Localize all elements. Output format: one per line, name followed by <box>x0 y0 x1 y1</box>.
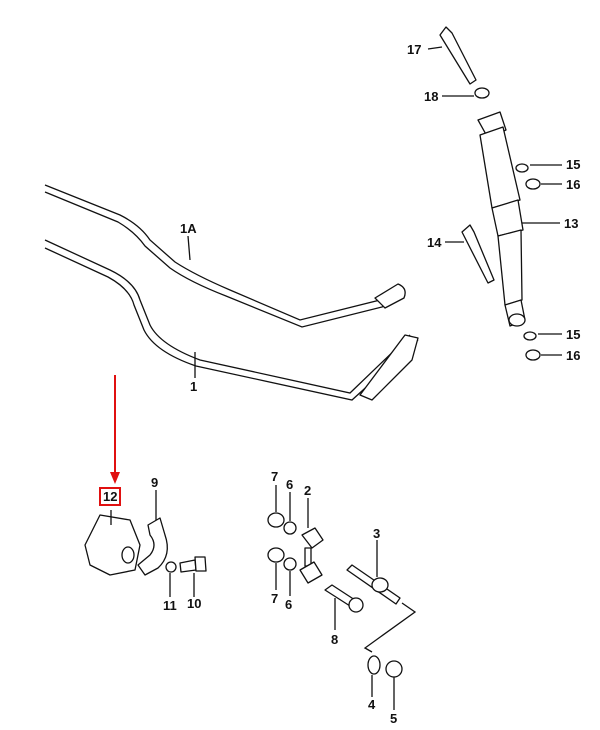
callout-14: 14 <box>427 235 442 250</box>
callout-7b: 7 <box>271 591 279 606</box>
leader-lines <box>110 46 562 710</box>
callout-3: 3 <box>373 526 381 541</box>
callout-15: 15 <box>566 157 581 172</box>
bushing-clamp-group <box>84 514 207 576</box>
stabilizer-bar-1 <box>44 239 419 401</box>
callout-1a: 1A <box>180 221 197 236</box>
callout-16: 16 <box>566 177 581 192</box>
callout-6b: 6 <box>285 597 293 612</box>
link-hardware-group <box>267 512 417 678</box>
callout-6: 6 <box>286 477 294 492</box>
callout-2: 2 <box>304 483 312 498</box>
callout-4: 4 <box>368 697 376 712</box>
callout-17: 17 <box>407 42 422 57</box>
callout-12-highlighted: 12 <box>99 487 122 506</box>
shock-absorber <box>439 26 541 361</box>
callout-11: 11 <box>163 598 177 613</box>
callout-8: 8 <box>331 632 339 647</box>
callout-18: 18 <box>424 89 439 104</box>
callout-9: 9 <box>151 475 159 490</box>
highlight-arrow <box>110 375 120 484</box>
callout-16b: 16 <box>566 348 581 363</box>
stabilizer-bar-1a <box>44 184 406 328</box>
callout-1: 1 <box>190 379 198 394</box>
callout-5: 5 <box>390 711 398 726</box>
callout-15b: 15 <box>566 327 581 342</box>
callout-7: 7 <box>271 469 279 484</box>
callout-10: 10 <box>187 596 202 611</box>
callout-13: 13 <box>564 216 579 231</box>
